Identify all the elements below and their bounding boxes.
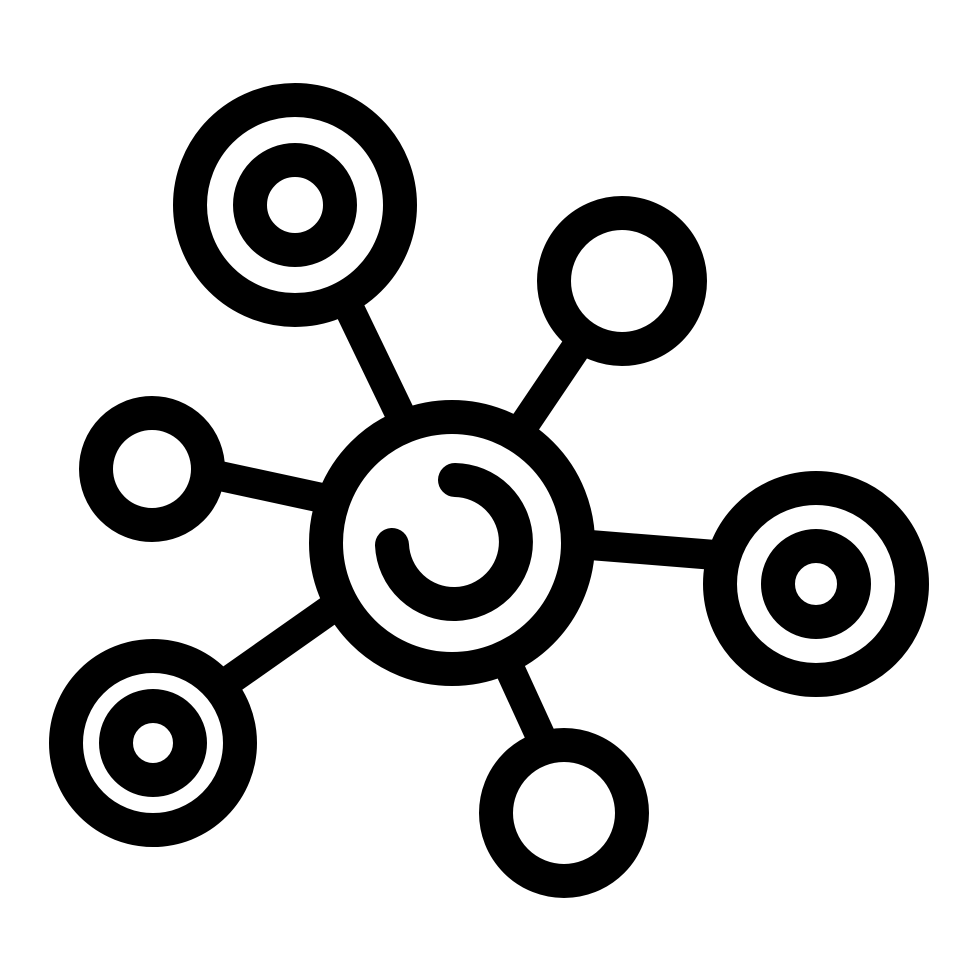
node-right-outer [703,471,929,697]
node-top-right [537,196,707,366]
node-top-left-outer [173,83,417,327]
connector-top-right [511,333,593,434]
connector-bottom-left [221,591,347,693]
node-bottom-left-inner [99,689,207,797]
hub-node [309,400,595,686]
node-bottom-ring [479,728,649,898]
node-left-ring [79,396,225,542]
hub-arc [375,463,533,621]
connector-left [216,461,326,513]
node-top-right-ring [537,196,707,366]
node-right [703,471,929,697]
connector-lines [216,303,717,755]
node-bottom [479,728,649,898]
connector-right [588,530,717,570]
node-bottom-left [49,639,257,847]
node-right-inner [761,529,871,639]
node-top-left [173,83,417,327]
connector-top-left [336,303,416,425]
hub-ring [309,400,595,686]
node-bottom-left-outer [49,639,257,847]
node-top-left-inner [233,143,357,267]
node-left [79,396,225,542]
